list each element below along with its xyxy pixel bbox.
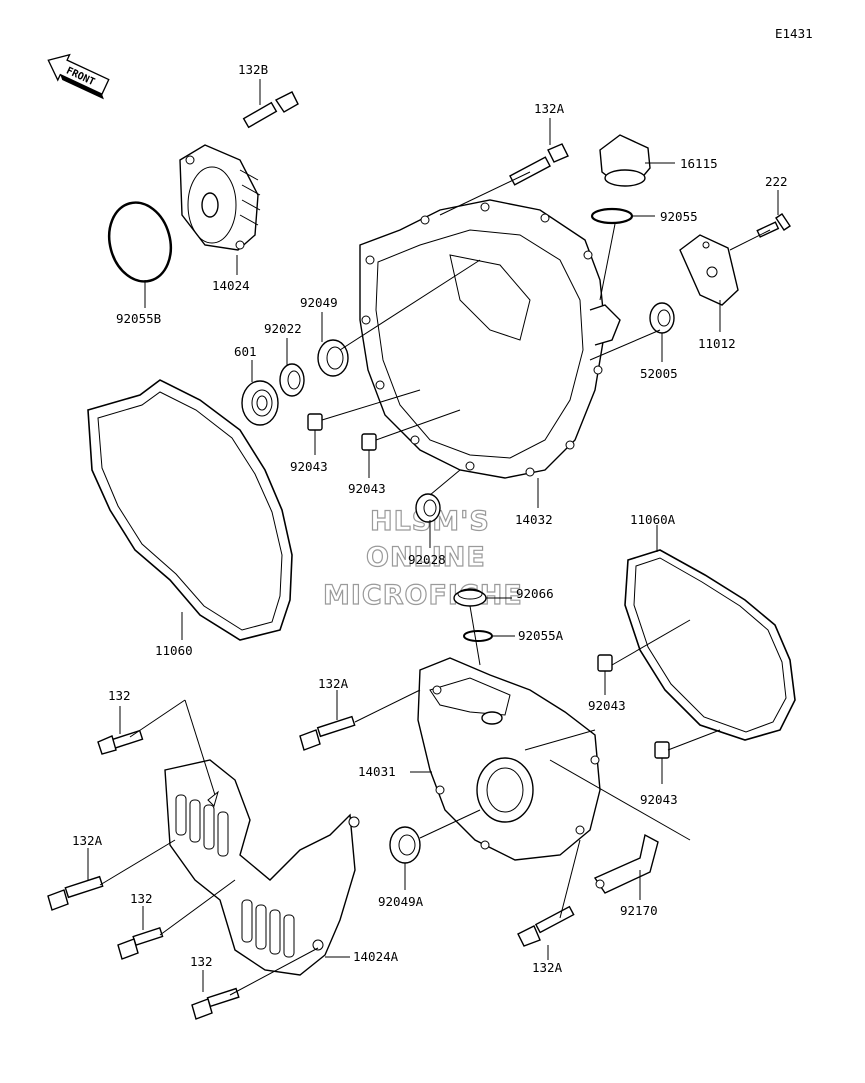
- clutch-cover-14032: [359, 199, 621, 479]
- plug-92066: [453, 588, 487, 607]
- generator-cover-14031: [417, 657, 601, 861]
- leader-lines: [87, 79, 779, 992]
- callout-132a-top: 132A: [534, 101, 565, 116]
- bracket-92170: [593, 833, 659, 894]
- o-ring-92055b: [107, 201, 173, 283]
- watermark-line-2: ONLINE: [366, 542, 486, 573]
- dowel-92043-c: [597, 654, 613, 672]
- gasket-11060a-inner: [633, 557, 787, 733]
- front-arrow-icon: FRONT: [47, 53, 110, 100]
- spacer-92022: [279, 363, 305, 397]
- callout-92043-b: 92043: [348, 481, 386, 496]
- callout-14024a: 14024A: [353, 949, 399, 964]
- callout-14024: 14024: [212, 278, 250, 293]
- dowel-92043-b: [361, 433, 377, 451]
- bolt-132b: [242, 91, 299, 129]
- gasket-11060: [87, 379, 293, 641]
- bolt-132-c: [191, 987, 240, 1020]
- callout-132a-mid: 132A: [318, 676, 349, 691]
- callout-222: 222: [765, 174, 788, 189]
- bolt-132a-mid: [299, 715, 356, 751]
- pump-cover-14024: [179, 144, 261, 251]
- callout-132a-bottom: 132A: [532, 960, 563, 975]
- bearing-601: [241, 380, 279, 426]
- callout-92043-d: 92043: [640, 792, 678, 807]
- seal-52005: [649, 302, 675, 334]
- filler-cap-16115: [599, 134, 651, 187]
- bolt-132-b: [117, 927, 164, 960]
- bolt-132a-left: [47, 875, 104, 911]
- part-callouts: 132B 14024 92055B 132A 16115 222 92055 1…: [72, 62, 788, 975]
- o-ring-92055a: [463, 630, 493, 642]
- bolt-132a-bottom: [517, 905, 575, 947]
- callout-14031: 14031: [358, 764, 396, 779]
- oil-seal-92049: [317, 339, 349, 377]
- oil-seal-92049a: [389, 826, 421, 864]
- callout-92066: 92066: [516, 586, 554, 601]
- dowel-92043-a: [307, 413, 323, 431]
- callout-92170: 92170: [620, 903, 658, 918]
- bolt-132a-top: [509, 143, 569, 186]
- callout-11060: 11060: [155, 643, 193, 658]
- gasket-11060a: [624, 549, 796, 741]
- dowel-92043-d: [654, 741, 670, 759]
- bolt-132-a: [97, 729, 144, 755]
- callout-132a-left: 132A: [72, 833, 103, 848]
- callout-92055: 92055: [660, 209, 698, 224]
- assembly-lines: [99, 171, 771, 996]
- gasket-11060-inner: [97, 391, 283, 631]
- callout-132-b: 132: [130, 891, 153, 906]
- callout-11012: 11012: [698, 336, 736, 351]
- callout-16115: 16115: [680, 156, 718, 171]
- watermark: HLSM'S ONLINE MICROFICHE: [322, 505, 523, 611]
- callout-132b: 132B: [238, 62, 268, 77]
- callout-132-a: 132: [108, 688, 131, 703]
- callout-92055b: 92055B: [116, 311, 161, 326]
- callout-601: 601: [234, 344, 257, 359]
- callout-92043-a: 92043: [290, 459, 328, 474]
- callout-132-c: 132: [190, 954, 213, 969]
- callout-14032: 14032: [515, 512, 553, 527]
- callout-92049a: 92049A: [378, 894, 424, 909]
- figure-code: E1431: [775, 26, 813, 41]
- callout-92055a: 92055A: [518, 628, 564, 643]
- callout-52005: 52005: [640, 366, 678, 381]
- callout-92043-c: 92043: [588, 698, 626, 713]
- o-ring-92055: [590, 207, 634, 225]
- cover-plate-11012: [679, 234, 739, 306]
- callout-92022: 92022: [264, 321, 302, 336]
- sprocket-cover-14024a: [164, 759, 360, 976]
- callout-92028: 92028: [408, 552, 446, 567]
- seal-92028: [415, 493, 441, 523]
- callout-11060a: 11060A: [630, 512, 676, 527]
- callout-92049: 92049: [300, 295, 338, 310]
- watermark-line-3: MICROFICHE: [323, 580, 523, 611]
